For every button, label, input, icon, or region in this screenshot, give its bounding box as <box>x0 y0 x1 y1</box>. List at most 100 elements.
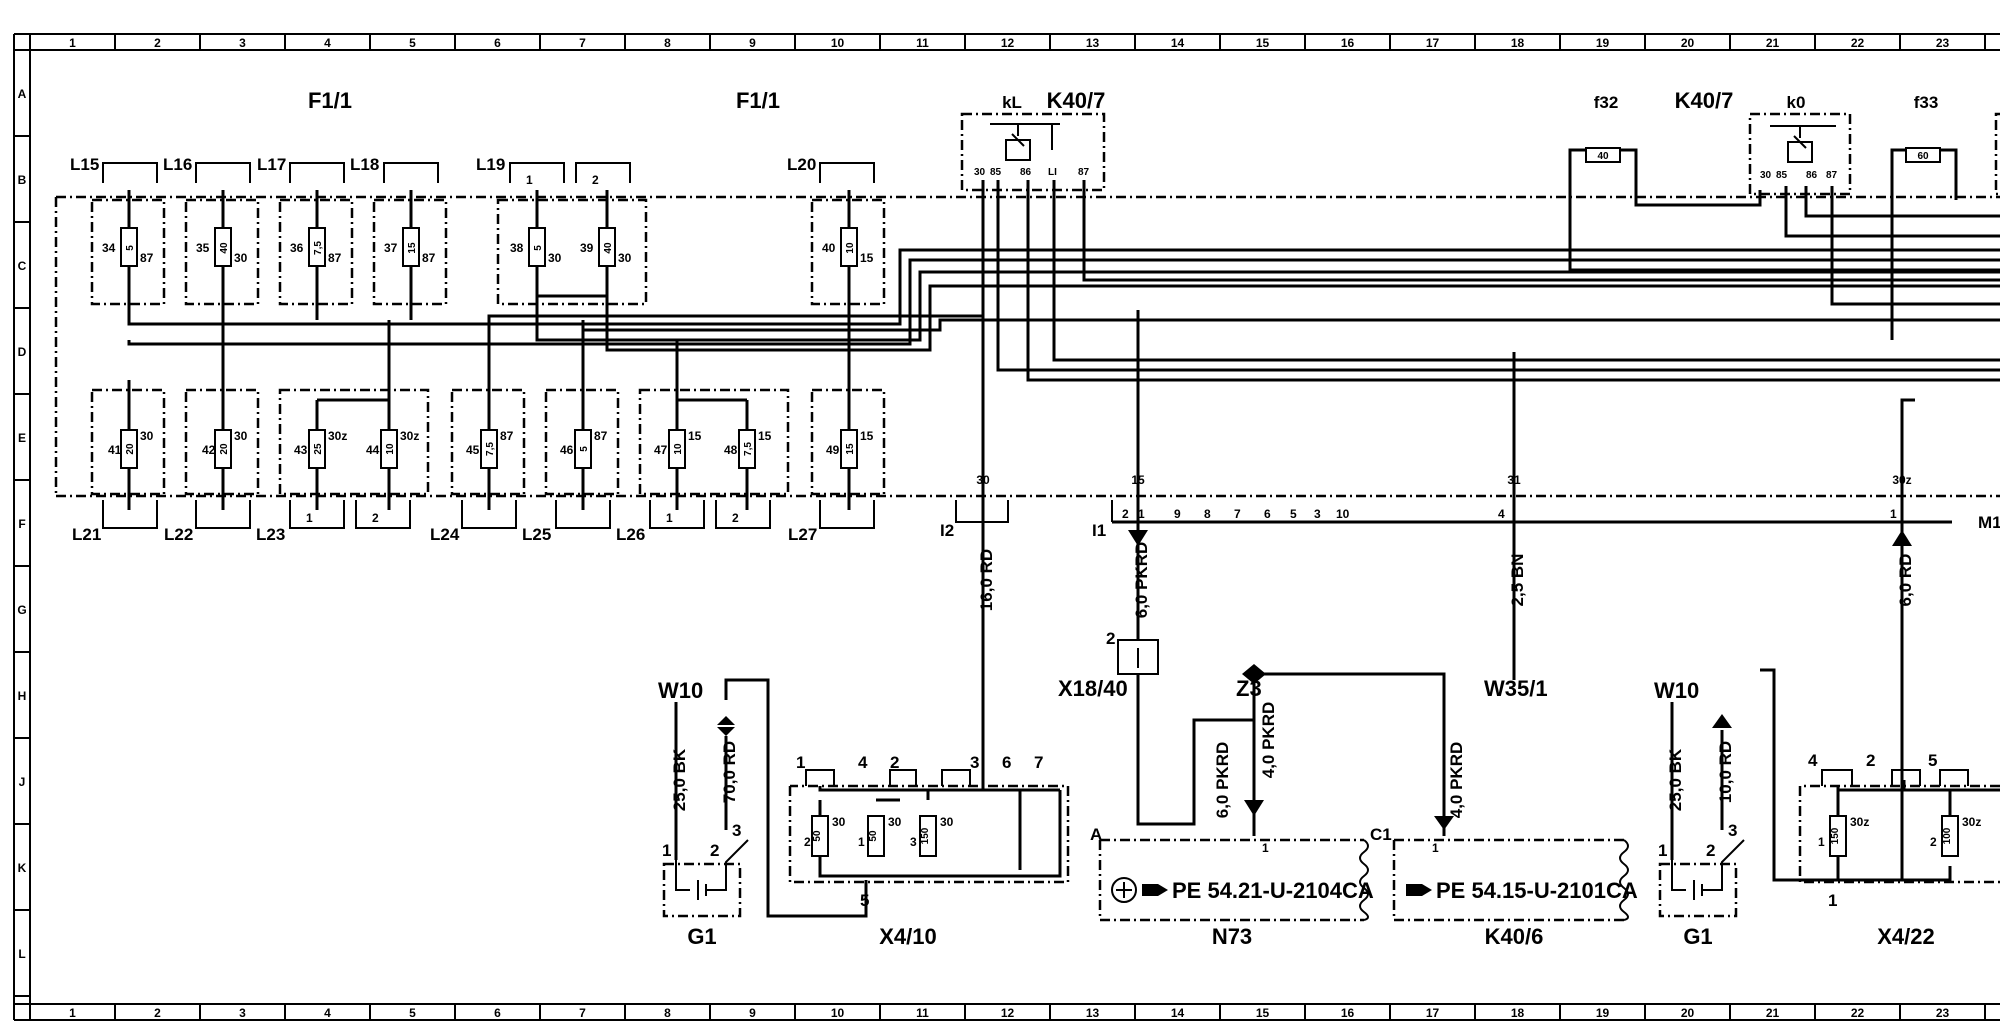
svg-text:X18/40: X18/40 <box>1058 676 1128 701</box>
wire-70rd: 70,0 RD <box>716 678 868 918</box>
grid-col-label-top: 15 <box>1256 36 1270 50</box>
svg-text:40: 40 <box>219 242 230 254</box>
relay-k0: 30 85 86 87 <box>1748 112 2000 306</box>
svg-text:87: 87 <box>1078 167 1090 178</box>
svg-text:G1: G1 <box>1683 924 1712 949</box>
svg-text:39: 39 <box>580 241 594 255</box>
svg-text:25: 25 <box>313 443 324 455</box>
svg-text:47: 47 <box>654 443 668 457</box>
battery-g1-right: 1 2 3 G1 <box>1658 821 1745 949</box>
svg-text:7,5: 7,5 <box>743 442 754 456</box>
fusebox-boundary <box>54 195 2000 498</box>
svg-text:30: 30 <box>888 815 902 829</box>
svg-text:L15: L15 <box>70 155 99 174</box>
svg-text:70,0 RD: 70,0 RD <box>720 741 739 803</box>
svg-text:40: 40 <box>822 241 836 255</box>
grid-col-label-bottom: 4 <box>324 1006 331 1020</box>
fuse-41: 20 41 30 <box>90 380 166 510</box>
grid-col-label-bottom: 13 <box>1086 1006 1100 1020</box>
grid-col-label-top: 17 <box>1426 36 1440 50</box>
svg-text:5: 5 <box>579 446 590 452</box>
grid-row-label: A <box>18 87 27 101</box>
svg-text:5: 5 <box>1928 751 1937 770</box>
svg-text:5: 5 <box>533 245 544 251</box>
label-w35-1: W35/1 <box>1484 676 1548 701</box>
grid-col-label-top: 18 <box>1511 36 1525 50</box>
svg-text:L16: L16 <box>163 155 192 174</box>
svg-text:30z: 30z <box>400 429 419 443</box>
label-relay-kl: kL <box>1002 93 1022 112</box>
svg-text:1: 1 <box>306 511 313 525</box>
connector-l21: L21 <box>72 500 158 544</box>
svg-text:25,0 BK: 25,0 BK <box>1666 748 1685 811</box>
svg-text:1: 1 <box>858 835 865 849</box>
svg-text:50: 50 <box>812 830 823 842</box>
svg-text:7,5: 7,5 <box>485 442 496 456</box>
svg-text:10: 10 <box>673 443 684 455</box>
svg-text:2: 2 <box>1706 841 1715 860</box>
svg-text:40: 40 <box>1597 151 1609 162</box>
svg-text:1: 1 <box>1262 841 1269 855</box>
grid-row-label: L <box>18 947 25 961</box>
plug-i2: I2 <box>940 500 1009 540</box>
wire-4pkrd: 4,0 PKRD <box>1244 702 1278 816</box>
svg-text:7: 7 <box>1034 753 1043 772</box>
svg-text:43: 43 <box>294 443 308 457</box>
svg-text:30: 30 <box>234 251 248 265</box>
grid-row-label: H <box>18 689 27 703</box>
connector-l19: L19 1 2 <box>476 155 631 187</box>
svg-text:G1: G1 <box>687 924 716 949</box>
svg-text:1: 1 <box>1828 891 1837 910</box>
svg-text:C1: C1 <box>1370 825 1392 844</box>
grid-col-label-bottom: 2 <box>154 1006 161 1020</box>
svg-text:15: 15 <box>758 429 772 443</box>
fuse-44: 10 44 30z <box>366 380 419 510</box>
svg-text:N73: N73 <box>1212 924 1252 949</box>
wires-terminal-feeds <box>1136 310 1915 496</box>
connector-l26: L26 1 2 <box>616 500 771 544</box>
svg-text:10: 10 <box>385 443 396 455</box>
ground-w10-left: W10 25,0 BK <box>658 678 703 860</box>
svg-text:30z: 30z <box>328 429 347 443</box>
svg-text:X4/22: X4/22 <box>1877 924 1935 949</box>
svg-text:16,0 RD: 16,0 RD <box>977 549 996 611</box>
svg-text:10: 10 <box>1336 507 1350 521</box>
svg-text:41: 41 <box>108 443 122 457</box>
grid-row-label: J <box>19 775 26 789</box>
svg-text:5: 5 <box>125 245 136 251</box>
grid-col-label-top: 21 <box>1766 36 1780 50</box>
grid-col-label-bottom: 18 <box>1511 1006 1525 1020</box>
svg-text:1: 1 <box>1658 841 1667 860</box>
grid-col-label-top: 4 <box>324 36 331 50</box>
label-relay-k0: k0 <box>1787 93 1806 112</box>
svg-text:I1: I1 <box>1092 521 1106 540</box>
grid-col-label-bottom: 17 <box>1426 1006 1440 1020</box>
connector-l27: L27 <box>788 500 875 544</box>
svg-text:35: 35 <box>196 241 210 255</box>
ground-w10-right: W10 25,0 BK <box>1654 678 1699 860</box>
grid-col-label-bottom: 14 <box>1171 1006 1185 1020</box>
grid-col-label-top: 7 <box>579 36 586 50</box>
svg-text:20: 20 <box>125 443 136 455</box>
grid-col-label-bottom: 21 <box>1766 1006 1780 1020</box>
connector-l25: L25 <box>522 500 611 544</box>
connector-l20: L20 <box>787 155 875 183</box>
connector-l17: L17 <box>257 155 345 183</box>
svg-text:15: 15 <box>845 443 856 455</box>
grid-row-label: K <box>18 861 27 875</box>
grid-col-label-bottom: 9 <box>749 1006 756 1020</box>
svg-text:15: 15 <box>407 242 418 254</box>
grid-col-label-top: 9 <box>749 36 756 50</box>
label-fuse-f32: f32 <box>1594 93 1619 112</box>
wire-25bn: 2,5 BN <box>1508 496 1527 680</box>
fuse-47: 10 47 15 <box>654 340 702 510</box>
svg-text:6,0 PKRD: 6,0 PKRD <box>1213 742 1232 819</box>
component-n73: A 1 PE 54.21-U-2104CA N73 <box>1090 825 1374 949</box>
svg-text:30: 30 <box>618 251 632 265</box>
svg-text:PE 54.15-U-2101CA: PE 54.15-U-2101CA <box>1436 878 1638 903</box>
svg-text:87: 87 <box>594 429 608 443</box>
grid-col-label-top: 11 <box>916 36 929 50</box>
svg-text:2: 2 <box>1122 507 1129 521</box>
svg-text:6: 6 <box>1002 753 1011 772</box>
